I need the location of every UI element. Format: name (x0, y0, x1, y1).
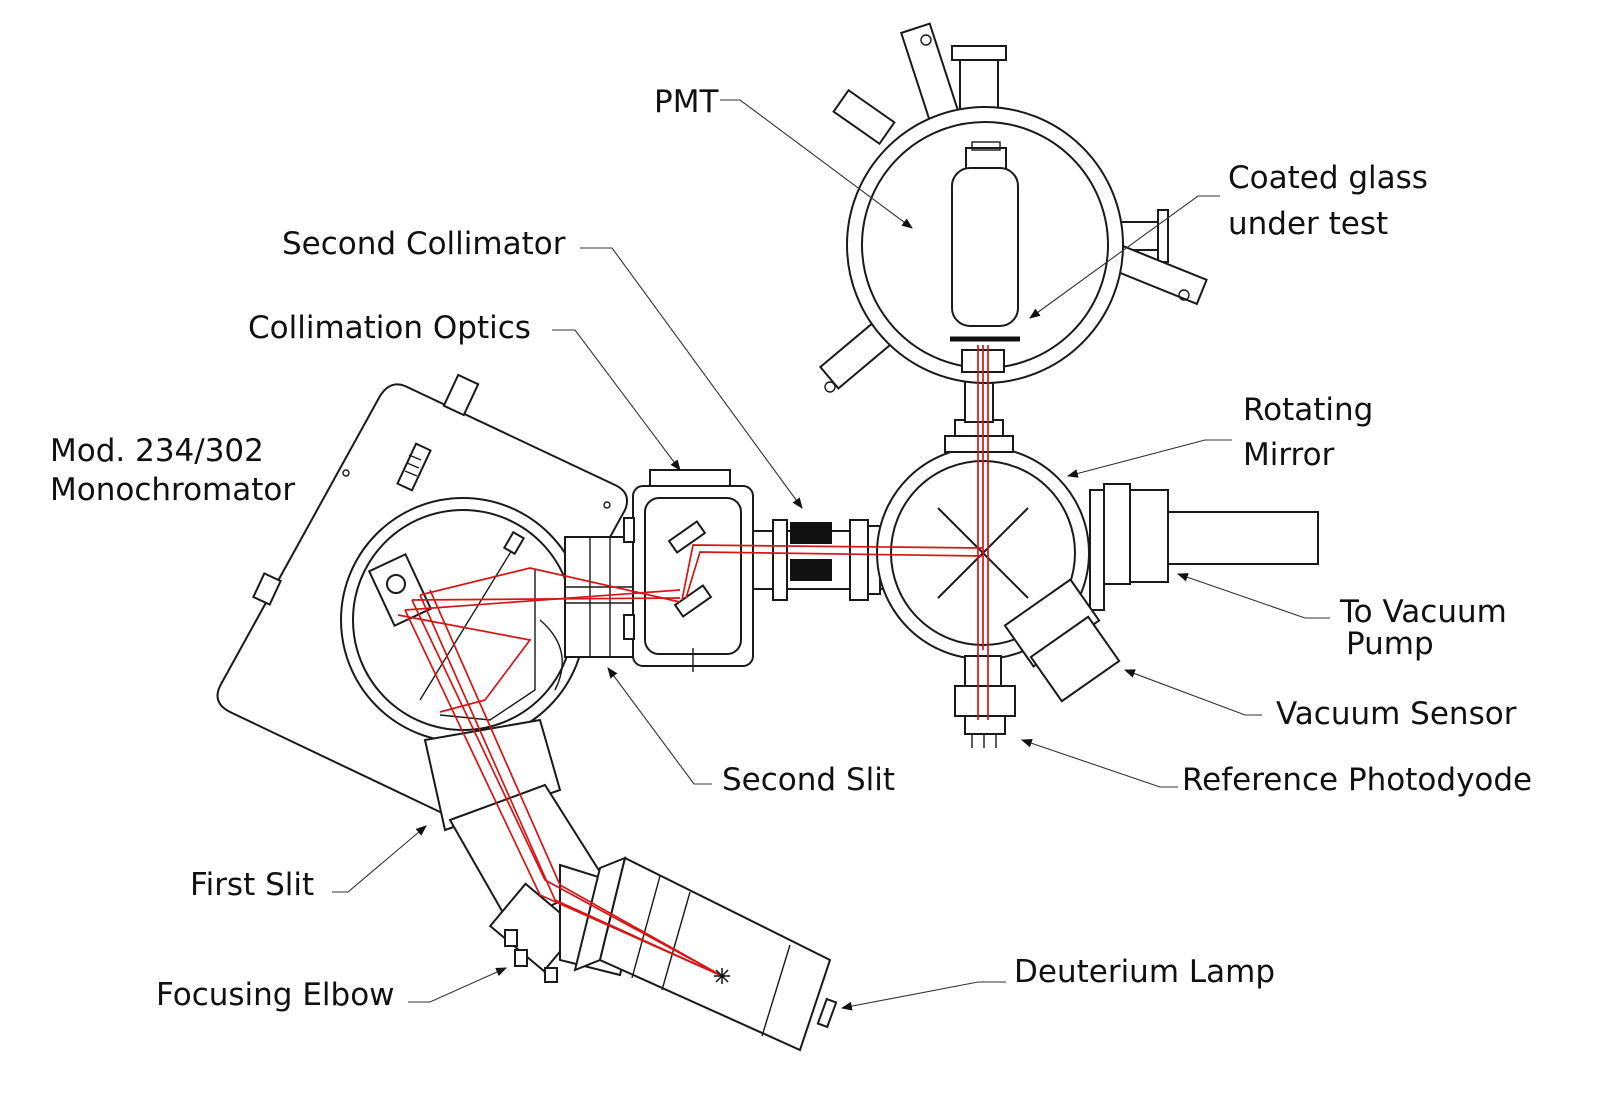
beam-lamp-elbow (411, 599, 723, 977)
label-monochromator-line1: Mod. 234/302 (50, 433, 264, 469)
label-second-collimator: Second Collimator (282, 226, 566, 262)
reference-photodiode (954, 655, 1016, 748)
label-reference-photodiode: Reference Photodyode (1182, 762, 1532, 798)
label-monochromator-line2: Monochromator (50, 472, 295, 508)
label-rotating-mirror-line1: Rotating (1243, 392, 1373, 428)
label-collimation-optics: Collimation Optics (248, 310, 531, 346)
label-pmt: PMT (654, 84, 719, 120)
label-coated-glass-line1: Coated glass (1228, 160, 1428, 196)
label-focusing-elbow: Focusing Elbow (156, 977, 395, 1013)
deuterium-lamp (573, 856, 838, 1052)
label-first-slit: First Slit (190, 867, 314, 903)
label-vacuum-pump-line2: Pump (1346, 626, 1434, 662)
pmt-tube (950, 141, 1020, 373)
second-collimator (752, 519, 884, 601)
label-vacuum-pump-line1: To Vacuum (1339, 594, 1507, 630)
label-vacuum-sensor: Vacuum Sensor (1276, 696, 1517, 732)
lamp-source-star (714, 968, 730, 984)
vacuum-sensor (1003, 578, 1121, 703)
label-coated-glass-line2: under test (1228, 206, 1388, 242)
vacuum-pump-port (1089, 483, 1319, 611)
beam-paths (397, 345, 989, 977)
leader-lines (332, 99, 1330, 1011)
label-rotating-mirror-line2: Mirror (1243, 437, 1335, 473)
label-second-slit: Second Slit (722, 762, 895, 798)
label-deuterium-lamp: Deuterium Lamp (1014, 954, 1275, 990)
